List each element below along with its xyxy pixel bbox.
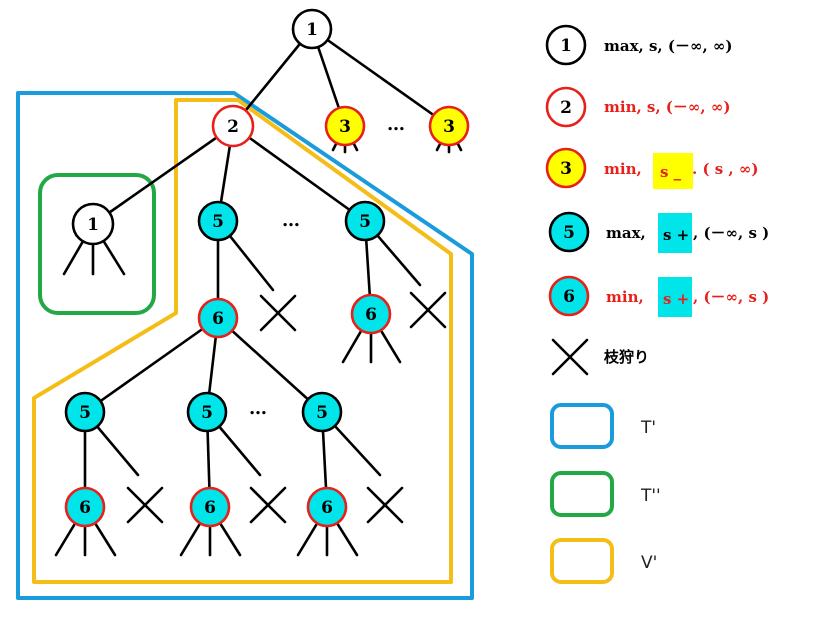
- prune-marks: [126, 291, 447, 524]
- prune-x-icon: [551, 338, 589, 376]
- region-t-prime: [16, 91, 474, 600]
- legend-item-min-cyan: 6 min, s + , (－∞, s ): [548, 275, 769, 317]
- legend-label-3-pre: min,: [604, 160, 642, 178]
- legend-region-label: T': [640, 418, 656, 438]
- node-min-3-b: 3: [428, 105, 470, 147]
- node-max-1-left: 1: [71, 202, 115, 246]
- legend: 1 max, s, (－∞, ∞) 2 min, s, (－∞, ∞) 3 mi…: [545, 24, 769, 584]
- legend-region-label: V': [641, 553, 657, 573]
- node-root: 1: [291, 8, 333, 50]
- highlight-s-plus-a: [658, 213, 692, 253]
- legend-label-1: max, s, (－∞, ∞): [604, 37, 733, 55]
- node-max-5-midleft: 5: [197, 200, 239, 242]
- svg-text:3: 3: [560, 159, 572, 179]
- legend-region-t-double-prime: T'': [550, 471, 661, 517]
- prune-x-icon: [409, 291, 447, 329]
- prune-x-icon: [366, 486, 404, 524]
- prune-x-icon: [126, 486, 164, 524]
- svg-text:5: 5: [316, 403, 328, 423]
- svg-text:5: 5: [79, 403, 91, 423]
- highlight-s-plus-b: [658, 277, 692, 317]
- node-min-6-row3-left: 6: [197, 297, 239, 339]
- legend-prune-label: 枝狩り: [604, 348, 649, 366]
- prune-x-icon: [259, 294, 297, 332]
- legend-region-label: T'': [640, 486, 661, 506]
- svg-text:1: 1: [306, 20, 318, 40]
- svg-text:2: 2: [227, 117, 239, 137]
- node-min-6-row5-a: 6: [64, 486, 106, 528]
- svg-text:3: 3: [443, 117, 455, 137]
- legend-label-5-hl: s +: [663, 226, 689, 244]
- svg-text:6: 6: [321, 498, 333, 518]
- legend-label-6-pre: min,: [606, 288, 644, 306]
- legend-item-max-root: 1 max, s, (－∞, ∞): [545, 24, 733, 66]
- svg-text:1: 1: [560, 36, 572, 56]
- tree-nodes: 1 2 3 3 … 1 5 5 … 6: [64, 8, 470, 528]
- legend-label-5-pre: max,: [606, 224, 646, 242]
- ellipsis-top: …: [387, 114, 405, 135]
- legend-item-min-yellow: 3 min, s _ . ( s , ∞): [545, 147, 758, 189]
- legend-label-3-post: . ( s , ∞): [692, 160, 758, 178]
- node-max-5-midright: 5: [344, 200, 386, 242]
- svg-text:6: 6: [365, 305, 377, 325]
- svg-text:3: 3: [339, 117, 351, 137]
- node-max-5-row4-b: 5: [186, 391, 228, 433]
- node-max-5-row4-c: 5: [301, 391, 343, 433]
- highlight-s-minus: [653, 153, 693, 189]
- legend-label-5-post: , (－∞, s ): [693, 224, 769, 242]
- prune-x-icon: [249, 486, 287, 524]
- svg-text:5: 5: [212, 212, 224, 232]
- svg-text:6: 6: [204, 498, 216, 518]
- node-min-6-row3-right: 6: [350, 293, 392, 335]
- legend-label-6-hl: s +: [663, 290, 689, 308]
- ellipsis-row4: …: [249, 398, 267, 419]
- ellipsis-mid: …: [282, 210, 300, 231]
- legend-label-2: min, s, (－∞, ∞): [604, 98, 730, 116]
- svg-text:6: 6: [563, 287, 575, 307]
- region-v-prime: [32, 98, 453, 584]
- legend-label-3-hl: s _: [660, 163, 682, 181]
- region-t-double-prime: [38, 173, 156, 315]
- svg-text:5: 5: [563, 223, 575, 243]
- svg-text:2: 2: [560, 98, 572, 118]
- node-min-6-row5-b: 6: [189, 486, 231, 528]
- legend-item-prune: 枝狩り: [551, 338, 649, 376]
- node-min-6-row5-c: 6: [306, 486, 348, 528]
- svg-text:6: 6: [79, 498, 91, 518]
- node-max-5-row4-a: 5: [64, 391, 106, 433]
- legend-label-6-post: , (－∞, s ): [693, 288, 769, 306]
- svg-text:6: 6: [212, 309, 224, 329]
- node-min-3-a: 3: [324, 105, 366, 147]
- legend-item-max-cyan: 5 max, s + , (－∞, s ): [548, 211, 769, 253]
- svg-text:1: 1: [87, 215, 99, 235]
- legend-region-v-prime: V': [550, 538, 657, 584]
- svg-text:5: 5: [359, 212, 371, 232]
- legend-item-min-red: 2 min, s, (－∞, ∞): [545, 86, 730, 128]
- legend-region-t-prime: T': [550, 403, 656, 449]
- node-min-2: 2: [211, 104, 255, 148]
- svg-text:5: 5: [201, 403, 213, 423]
